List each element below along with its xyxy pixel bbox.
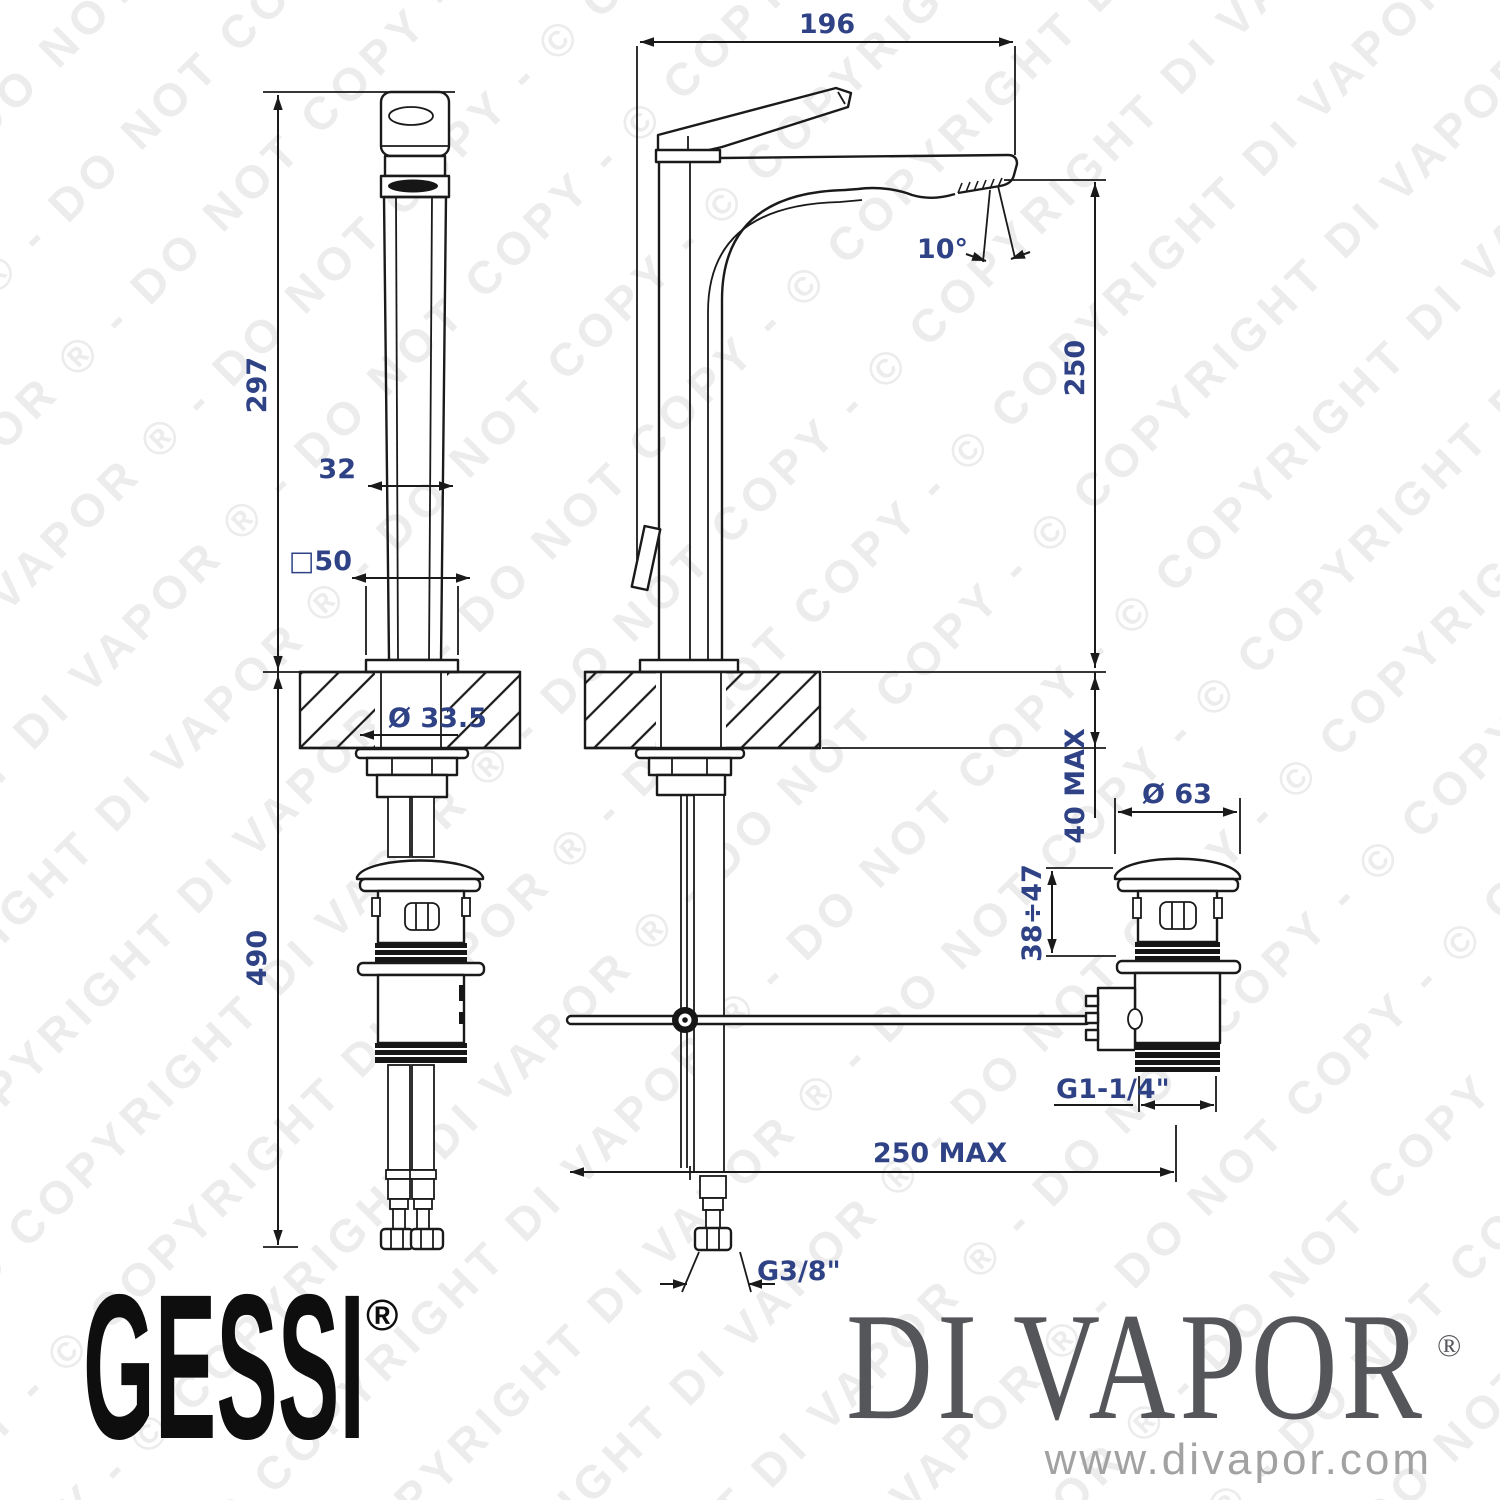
side-body-spout bbox=[630, 153, 1019, 660]
side-hose-and-rod bbox=[565, 794, 1092, 1252]
waste-thread-upper bbox=[1135, 942, 1220, 961]
dim-supply-thread: G3/8" bbox=[660, 1251, 841, 1293]
front-hoses-upper bbox=[387, 796, 435, 858]
front-washer bbox=[354, 747, 470, 760]
dim-250-label: 250 bbox=[1060, 340, 1091, 396]
front-aerator-outlet bbox=[388, 179, 438, 193]
dim-spout-angle: 10° bbox=[917, 185, 1031, 265]
waste-side-view: Ø 63 38÷47 G1-1/4" bbox=[1017, 779, 1242, 1112]
dim-10deg-label: 10° bbox=[917, 234, 968, 265]
side-fixing-hardware bbox=[634, 747, 746, 797]
front-spout bbox=[379, 174, 451, 199]
side-supply-hose bbox=[693, 794, 725, 1173]
front-waste-lower-body bbox=[376, 973, 466, 1045]
front-shank bbox=[375, 773, 449, 799]
front-popup-waste bbox=[355, 859, 486, 1063]
front-handle-oval bbox=[388, 106, 434, 126]
branding: GESSI ® DI VAPOR ® www.divapor.com bbox=[83, 1251, 1461, 1484]
waste-lower-body bbox=[1133, 971, 1222, 1045]
dim-side-reach: 196 bbox=[636, 9, 1016, 560]
dim-side-heights: 250 40 MAX bbox=[1004, 179, 1106, 844]
front-lock-nut bbox=[365, 756, 459, 777]
popup-rod bbox=[565, 1014, 1092, 1026]
dim-250max-label: 250 MAX bbox=[873, 1138, 1008, 1169]
waste-mid-flange bbox=[1115, 959, 1242, 975]
front-waste-cap bbox=[355, 859, 485, 881]
front-hoses-lower bbox=[379, 1064, 445, 1251]
waste-rod-linkage bbox=[1084, 986, 1143, 1052]
front-waste-mid-flange bbox=[356, 961, 486, 977]
waste-flange bbox=[1116, 877, 1240, 893]
front-body-column bbox=[382, 195, 448, 662]
dim-waste-clamp: 38÷47 bbox=[1017, 864, 1116, 962]
front-handle-collar bbox=[383, 154, 447, 178]
side-outlet-strip bbox=[957, 177, 1003, 194]
dim-rod-max: 250 MAX bbox=[570, 1125, 1177, 1182]
dim-d63-label: Ø 63 bbox=[1142, 779, 1212, 810]
front-handle bbox=[379, 90, 451, 178]
dim-g38-label: G3/8" bbox=[757, 1256, 841, 1287]
side-supply-nut bbox=[693, 1226, 733, 1252]
front-waste-thread-upper bbox=[375, 943, 467, 963]
divapor-reg-mark: ® bbox=[1437, 1327, 1461, 1363]
front-fixing-hardware bbox=[354, 747, 470, 799]
front-hose-nuts bbox=[379, 1227, 445, 1251]
dim-32-label: 32 bbox=[318, 454, 356, 485]
dim-waste-thread: G1-1/4" bbox=[1054, 1074, 1217, 1112]
side-rod-knob bbox=[630, 524, 662, 592]
gessi-logo: GESSI bbox=[83, 1251, 365, 1482]
dim-sq50-label: □50 bbox=[289, 546, 352, 577]
dim-front-hole: Ø 33.5 bbox=[360, 703, 487, 740]
dim-196-label: 196 bbox=[799, 9, 855, 40]
dim-front-heights: 297 490 bbox=[242, 91, 455, 1248]
front-waste-thread-lower bbox=[375, 1043, 467, 1063]
dim-g114-label: G1-1/4" bbox=[1056, 1074, 1170, 1105]
side-view: 196 10° 250 40 MAX bbox=[565, 9, 1177, 1293]
waste-thread-lower bbox=[1135, 1043, 1220, 1072]
side-deck-section bbox=[583, 670, 1106, 750]
dim-490-label: 490 bbox=[242, 930, 273, 986]
side-handle bbox=[654, 86, 853, 164]
dim-waste-cap: Ø 63 bbox=[1114, 779, 1241, 854]
front-waste-flange bbox=[358, 877, 482, 893]
front-base-plate bbox=[364, 658, 460, 674]
gessi-reg-mark: ® bbox=[366, 1291, 398, 1340]
waste-cap bbox=[1113, 857, 1242, 881]
dim-40max-label: 40 MAX bbox=[1060, 728, 1091, 844]
side-handle-base bbox=[654, 148, 722, 164]
side-base-plate bbox=[638, 658, 740, 674]
dim-front-width: 32 bbox=[318, 454, 453, 491]
front-view: 297 490 32 □50 Ø 33.5 bbox=[242, 90, 522, 1251]
dim-3847-label: 38÷47 bbox=[1017, 864, 1048, 962]
divapor-url[interactable]: www.divapor.com bbox=[1044, 1435, 1432, 1484]
divapor-logo: DI VAPOR bbox=[846, 1281, 1426, 1452]
dim-297-label: 297 bbox=[242, 357, 273, 413]
dim-d335-label: Ø 33.5 bbox=[388, 703, 487, 734]
dim-front-base: □50 bbox=[289, 546, 470, 655]
